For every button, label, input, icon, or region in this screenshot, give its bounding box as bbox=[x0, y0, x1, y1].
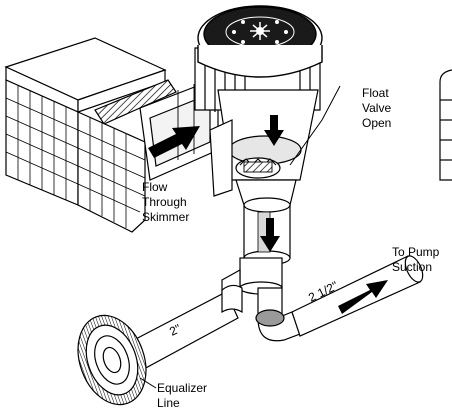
label-suction: Suction bbox=[392, 260, 432, 274]
skimmer-lid bbox=[197, 5, 323, 78]
flow-arrow-into-skimmer bbox=[148, 126, 200, 158]
float-valve bbox=[235, 157, 281, 179]
equalizer-pipe bbox=[129, 268, 243, 371]
tile-grid bbox=[5, 85, 146, 228]
tile-face-front bbox=[77, 111, 146, 233]
label-equalizer: Equalizer bbox=[157, 381, 207, 395]
label-valve: Valve bbox=[362, 101, 391, 115]
label-open: Open bbox=[362, 116, 391, 130]
label-through: Through bbox=[142, 195, 187, 209]
suction-pipe bbox=[291, 255, 424, 337]
pool-wall bbox=[4, 37, 177, 233]
flow-arrow-down-lower bbox=[260, 218, 280, 252]
skimmer-body bbox=[194, 47, 321, 266]
label-skimmer: Skimmer bbox=[142, 210, 189, 224]
equalizer-fitting bbox=[77, 314, 147, 406]
flow-arrow-to-pump bbox=[338, 280, 388, 314]
equalizer-leader bbox=[139, 377, 157, 389]
wall-section-hatch bbox=[94, 79, 177, 125]
flow-arrow-down-upper bbox=[264, 115, 284, 146]
label-float: Float bbox=[362, 86, 389, 100]
label-to-pump: To Pump bbox=[392, 245, 440, 259]
label-line: Line bbox=[157, 396, 180, 410]
float-valve-leader bbox=[289, 85, 341, 166]
label-flow: Flow bbox=[142, 180, 168, 194]
suction-elbow bbox=[255, 287, 301, 342]
second-figure-partial bbox=[439, 69, 452, 181]
